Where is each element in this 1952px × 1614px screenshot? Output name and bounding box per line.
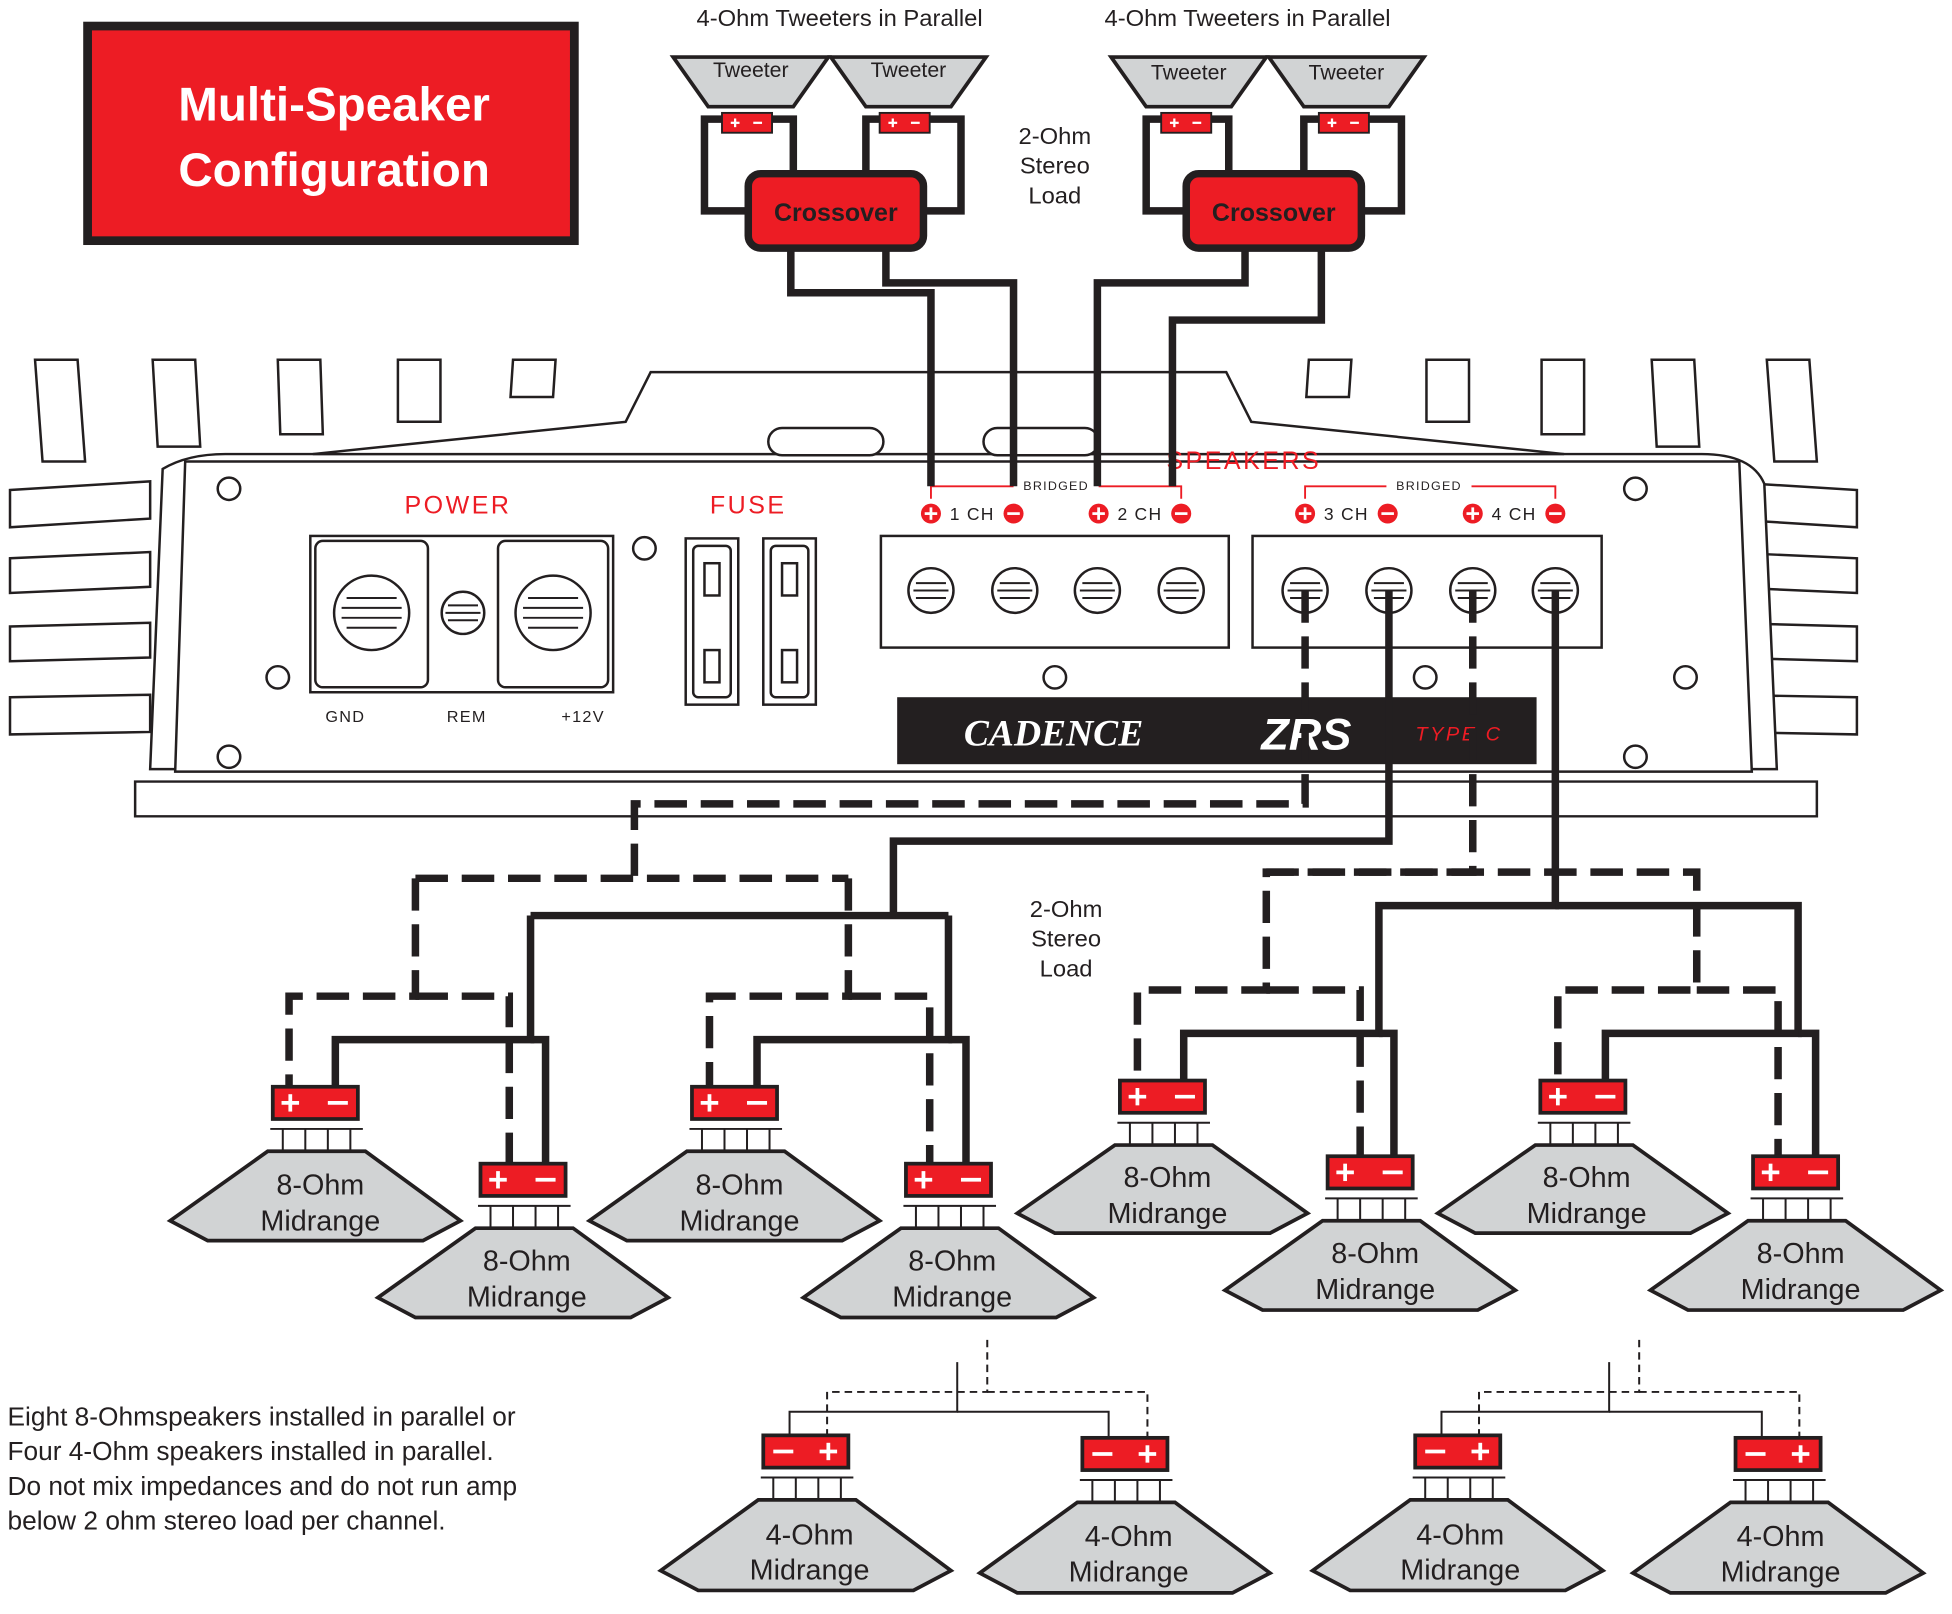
installation-note: Eight 8-Ohmspeakers installed in paralle… [8, 1402, 518, 1536]
tweeter-4: Tweeter [1265, 55, 1428, 134]
title-line-1: Multi-Speaker [178, 79, 490, 132]
svg-text:8-Ohm: 8-Ohm [1331, 1238, 1419, 1270]
fuse-holders [684, 537, 818, 706]
terminal-gnd-label: GND [325, 708, 365, 726]
svg-text:8-Ohm: 8-Ohm [483, 1245, 571, 1277]
midrange-8ohm-5: 8-Ohm Midrange [1013, 1078, 1312, 1236]
channel-3-label: 3 CH [1324, 504, 1369, 524]
svg-text:Midrange: Midrange [1721, 1557, 1841, 1589]
midrange-4ohm-wiring [788, 1339, 1801, 1440]
title-line-2: Configuration [178, 144, 490, 197]
svg-text:Stereo: Stereo [1020, 154, 1090, 180]
svg-text:Midrange: Midrange [1400, 1554, 1520, 1586]
type-label: TYPE C [1415, 724, 1502, 746]
svg-text:Stereo: Stereo [1031, 927, 1101, 953]
svg-text:8-Ohm: 8-Ohm [1543, 1162, 1631, 1194]
bridged-brackets [930, 476, 1557, 499]
midrange-8ohm-7: 8-Ohm Midrange [1434, 1078, 1732, 1236]
svg-text:Midrange: Midrange [1315, 1274, 1435, 1306]
tweeter-polarity-marks [730, 118, 1359, 128]
svg-text:Midrange: Midrange [680, 1206, 800, 1238]
crossover-right: Crossover [1182, 169, 1366, 252]
svg-text:4-Ohm: 4-Ohm [1737, 1521, 1825, 1553]
svg-text:4-Ohm: 4-Ohm [1416, 1520, 1504, 1552]
crossover-left: Crossover [744, 169, 928, 252]
heatsink-fins-left [8, 358, 557, 736]
power-label: POWER [404, 492, 511, 520]
channel-polarity-icons [920, 503, 1566, 524]
crossover-right-label: Crossover [1212, 199, 1336, 227]
svg-text:8-Ohm: 8-Ohm [908, 1245, 996, 1277]
midrange-8ohm-2: 8-Ohm Midrange [374, 1161, 672, 1320]
svg-text:below 2 ohm stereo load per ch: below 2 ohm stereo load per channel. [8, 1506, 446, 1536]
midrange-8ohm-1: 8-Ohm Midrange [166, 1084, 464, 1243]
channel-2-label: 2 CH [1117, 504, 1162, 524]
midrange-8ohm-polarity-marks [281, 1087, 1829, 1189]
midrange-wiring-right [1133, 590, 1820, 1157]
channel-1-label: 1 CH [950, 504, 995, 524]
midrange-4ohm-4: 4-Ohm Midrange [1629, 1435, 1927, 1595]
amplifier: POWER GND REM +12V FUSE [8, 358, 1859, 818]
svg-text:Load: Load [1028, 184, 1081, 210]
power-terminal-block [309, 534, 615, 694]
svg-text:Midrange: Midrange [892, 1281, 1012, 1313]
svg-text:Midrange: Midrange [1069, 1557, 1189, 1589]
svg-text:Midrange: Midrange [1107, 1198, 1227, 1230]
svg-text:Midrange: Midrange [1741, 1274, 1861, 1306]
svg-text:Midrange: Midrange [260, 1206, 380, 1238]
tweeter-3: Tweeter [1107, 55, 1270, 134]
tweeter-2: Tweeter [827, 55, 990, 134]
midrange-4ohm-2: 4-Ohm Midrange [976, 1435, 1274, 1595]
svg-text:4-Ohm: 4-Ohm [1085, 1521, 1173, 1553]
load-label-middle: 2-Ohm Stereo Load [1030, 897, 1103, 982]
channel-4-label: 4 CH [1492, 504, 1537, 524]
crossover-left-label: Crossover [774, 199, 898, 227]
fuse-label: FUSE [710, 492, 787, 520]
tweeter-1: Tweeter [669, 55, 832, 134]
svg-text:Midrange: Midrange [1527, 1198, 1647, 1230]
bridged-label-right: BRIDGED [1396, 479, 1462, 493]
svg-text:2-Ohm: 2-Ohm [1019, 124, 1092, 150]
midrange-wiring-left [285, 590, 1393, 1164]
tweeter-group-right-title: 4-Ohm Tweeters in Parallel [1104, 6, 1390, 32]
svg-text:2-Ohm: 2-Ohm [1030, 897, 1103, 923]
svg-text:Four 4-Ohm speakers installed: Four 4-Ohm speakers installed in paralle… [8, 1436, 494, 1466]
tweeter-wiring [700, 115, 1406, 487]
svg-text:Midrange: Midrange [467, 1281, 587, 1313]
svg-text:8-Ohm: 8-Ohm [276, 1170, 364, 1202]
terminal-12v-label: +12V [561, 708, 604, 726]
svg-text:8-Ohm: 8-Ohm [696, 1170, 784, 1202]
tweeter-3-label: Tweeter [1151, 61, 1227, 84]
speakers-label: SPEAKERS [1166, 447, 1321, 475]
title-box: Multi-Speaker Configuration [83, 21, 579, 246]
tweeter-1-label: Tweeter [713, 59, 789, 82]
tweeter-group-left-title: 4-Ohm Tweeters in Parallel [697, 6, 983, 32]
terminal-rem-label: REM [447, 708, 487, 726]
midrange-4ohm-polarity-marks [773, 1442, 1810, 1463]
midrange-4ohm-1: 4-Ohm Midrange [657, 1433, 955, 1593]
svg-text:8-Ohm: 8-Ohm [1123, 1162, 1211, 1194]
tweeter-4-label: Tweeter [1309, 61, 1385, 84]
midrange-4ohm-3: 4-Ohm Midrange [1309, 1433, 1607, 1593]
load-label-top: 2-Ohm Stereo Load [1019, 124, 1092, 209]
svg-text:Midrange: Midrange [750, 1554, 870, 1586]
svg-text:Eight 8-Ohmspeakers installed: Eight 8-Ohmspeakers installed in paralle… [8, 1402, 516, 1432]
mounting-screws [216, 476, 1698, 770]
midrange-8ohm-3: 8-Ohm Midrange [585, 1084, 884, 1243]
brand-logo: CADENCE [964, 714, 1143, 755]
speaker-terminal-blocks [879, 534, 1603, 649]
svg-text:Load: Load [1040, 956, 1093, 982]
brand-plate: CADENCE ZRS TYPE C [897, 697, 1537, 765]
bridged-label-left: BRIDGED [1023, 479, 1089, 493]
svg-text:4-Ohm: 4-Ohm [766, 1520, 854, 1552]
midrange-8ohm-4: 8-Ohm Midrange [799, 1161, 1098, 1320]
midrange-8ohm-6: 8-Ohm Midrange [1221, 1154, 1519, 1312]
svg-text:8-Ohm: 8-Ohm [1757, 1238, 1845, 1270]
tweeter-2-label: Tweeter [871, 59, 947, 82]
svg-text:Do not mix impedances and do n: Do not mix impedances and do not run amp [8, 1471, 518, 1501]
